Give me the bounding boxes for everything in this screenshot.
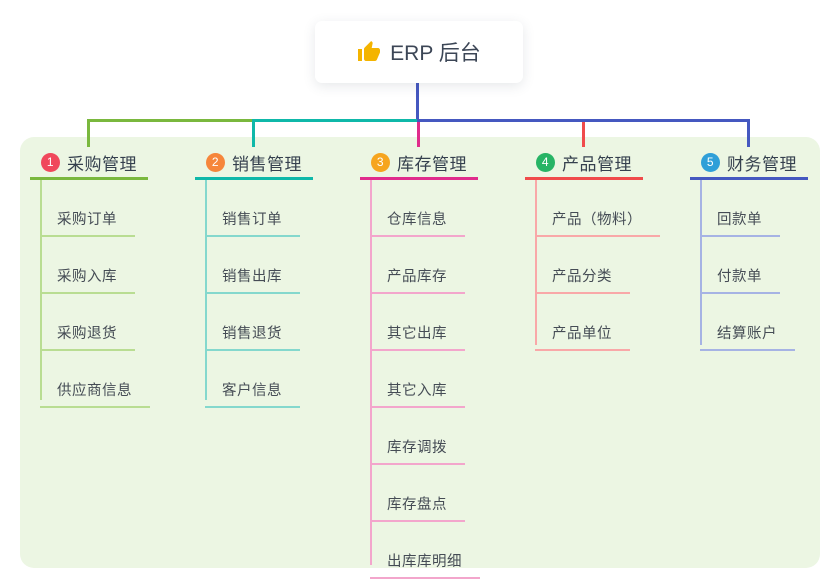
child-node-label: 产品单位 (552, 326, 612, 342)
branch-children: 销售订单销售出库销售退货客户信息 (205, 180, 345, 408)
branch-spine-line (535, 180, 537, 345)
child-node[interactable]: 供应商信息 (40, 351, 150, 408)
branch-underline (525, 177, 643, 180)
root-connector-line (416, 83, 419, 119)
child-node-label: 付款单 (717, 269, 762, 285)
branch-title[interactable]: 1 采购管理 (30, 147, 148, 177)
branch-3: 3 库存管理仓库信息产品库存其它出库其它入库库存调拨库存盘点出库库明细 (360, 147, 510, 579)
child-node-label: 供应商信息 (57, 383, 132, 399)
child-node[interactable]: 其它入库 (370, 351, 465, 408)
branch-underline (195, 177, 313, 180)
branch-children: 采购订单采购入库采购退货供应商信息 (40, 180, 180, 408)
root-node[interactable]: ERP 后台 (315, 21, 523, 83)
branch-2: 2 销售管理销售订单销售出库销售退货客户信息 (195, 147, 345, 408)
child-node[interactable]: 库存盘点 (370, 465, 465, 522)
branch-children: 产品（物料） 产品分类产品单位 (535, 180, 675, 351)
branch-number-badge: 4 (536, 152, 555, 172)
child-node[interactable]: 销售退货 (205, 294, 300, 351)
child-node-label: 回款单 (717, 212, 762, 228)
connector-drop (252, 122, 255, 147)
branch-title-label: 产品管理 (562, 154, 632, 174)
branch-number-badge: 2 (206, 152, 225, 172)
child-node[interactable]: 产品分类 (535, 237, 630, 294)
connector-drop (87, 122, 90, 147)
branch-5: 5 财务管理回款单付款单结算账户 (690, 147, 839, 351)
child-node[interactable]: 其它出库 (370, 294, 465, 351)
branches-panel (20, 137, 820, 568)
child-node-label: 结算账户 (717, 326, 777, 342)
branch-title[interactable]: 4 产品管理 (525, 147, 643, 177)
child-node[interactable]: 产品（物料） (535, 180, 660, 237)
child-node-label: 其它入库 (387, 383, 447, 399)
thumbs-up-icon (358, 41, 381, 61)
branch-spine-line (370, 180, 372, 565)
child-node[interactable]: 结算账户 (700, 294, 795, 351)
branch-underline (360, 177, 478, 180)
child-node[interactable]: 产品库存 (370, 237, 465, 294)
child-node-label: 采购退货 (57, 326, 117, 342)
branch-children: 仓库信息产品库存其它出库其它入库库存调拨库存盘点出库库明细 (370, 180, 510, 579)
branch-title-label: 采购管理 (67, 154, 137, 174)
branch-number-badge: 5 (701, 152, 720, 172)
branch-title[interactable]: 5 财务管理 (690, 147, 808, 177)
child-node-label: 销售退货 (222, 326, 282, 342)
branch-title-label: 库存管理 (397, 154, 467, 174)
connector-segment (252, 119, 420, 122)
child-node-label: 客户信息 (222, 383, 282, 399)
child-node-label: 采购订单 (57, 212, 117, 228)
child-node[interactable]: 库存调拨 (370, 408, 465, 465)
branch-title-label: 财务管理 (727, 154, 797, 174)
branch-spine-line (40, 180, 42, 400)
branch-spine-line (700, 180, 702, 345)
branch-underline (30, 177, 148, 180)
child-node-label: 采购入库 (57, 269, 117, 285)
branch-spine-line (205, 180, 207, 400)
child-node[interactable]: 采购订单 (40, 180, 135, 237)
child-node-label: 库存调拨 (387, 440, 447, 456)
child-node[interactable]: 出库库明细 (370, 522, 480, 579)
branch-underline (690, 177, 808, 180)
child-node-label: 其它出库 (387, 326, 447, 342)
child-node-label: 销售出库 (222, 269, 282, 285)
child-node-label: 仓库信息 (387, 212, 447, 228)
child-node[interactable]: 产品单位 (535, 294, 630, 351)
branch-number-badge: 1 (41, 152, 60, 172)
child-node[interactable]: 仓库信息 (370, 180, 465, 237)
branch-4: 4 产品管理产品（物料） 产品分类产品单位 (525, 147, 675, 351)
branch-children: 回款单付款单结算账户 (700, 180, 839, 351)
child-node[interactable]: 销售出库 (205, 237, 300, 294)
connector-segment (417, 119, 750, 122)
child-node[interactable]: 回款单 (700, 180, 780, 237)
child-node[interactable]: 采购入库 (40, 237, 135, 294)
root-label: ERP 后台 (390, 42, 481, 65)
child-node[interactable]: 客户信息 (205, 351, 300, 408)
branch-title[interactable]: 2 销售管理 (195, 147, 313, 177)
connector-drop (417, 122, 420, 147)
child-node-label: 产品分类 (552, 269, 612, 285)
branch-title-label: 销售管理 (232, 154, 302, 174)
branch-number-badge: 3 (371, 152, 390, 172)
child-node-label: 出库库明细 (387, 554, 462, 570)
child-node-label: 产品库存 (387, 269, 447, 285)
connector-segment (87, 119, 255, 122)
child-node[interactable]: 付款单 (700, 237, 780, 294)
branch-1: 1 采购管理采购订单采购入库采购退货供应商信息 (30, 147, 180, 408)
child-node-label: 库存盘点 (387, 497, 447, 513)
child-node[interactable]: 采购退货 (40, 294, 135, 351)
branch-title[interactable]: 3 库存管理 (360, 147, 478, 177)
child-node[interactable]: 销售订单 (205, 180, 300, 237)
child-node-label: 销售订单 (222, 212, 282, 228)
connector-drop (747, 122, 750, 147)
child-node-label: 产品（物料） (552, 212, 642, 228)
connector-drop (582, 122, 585, 147)
